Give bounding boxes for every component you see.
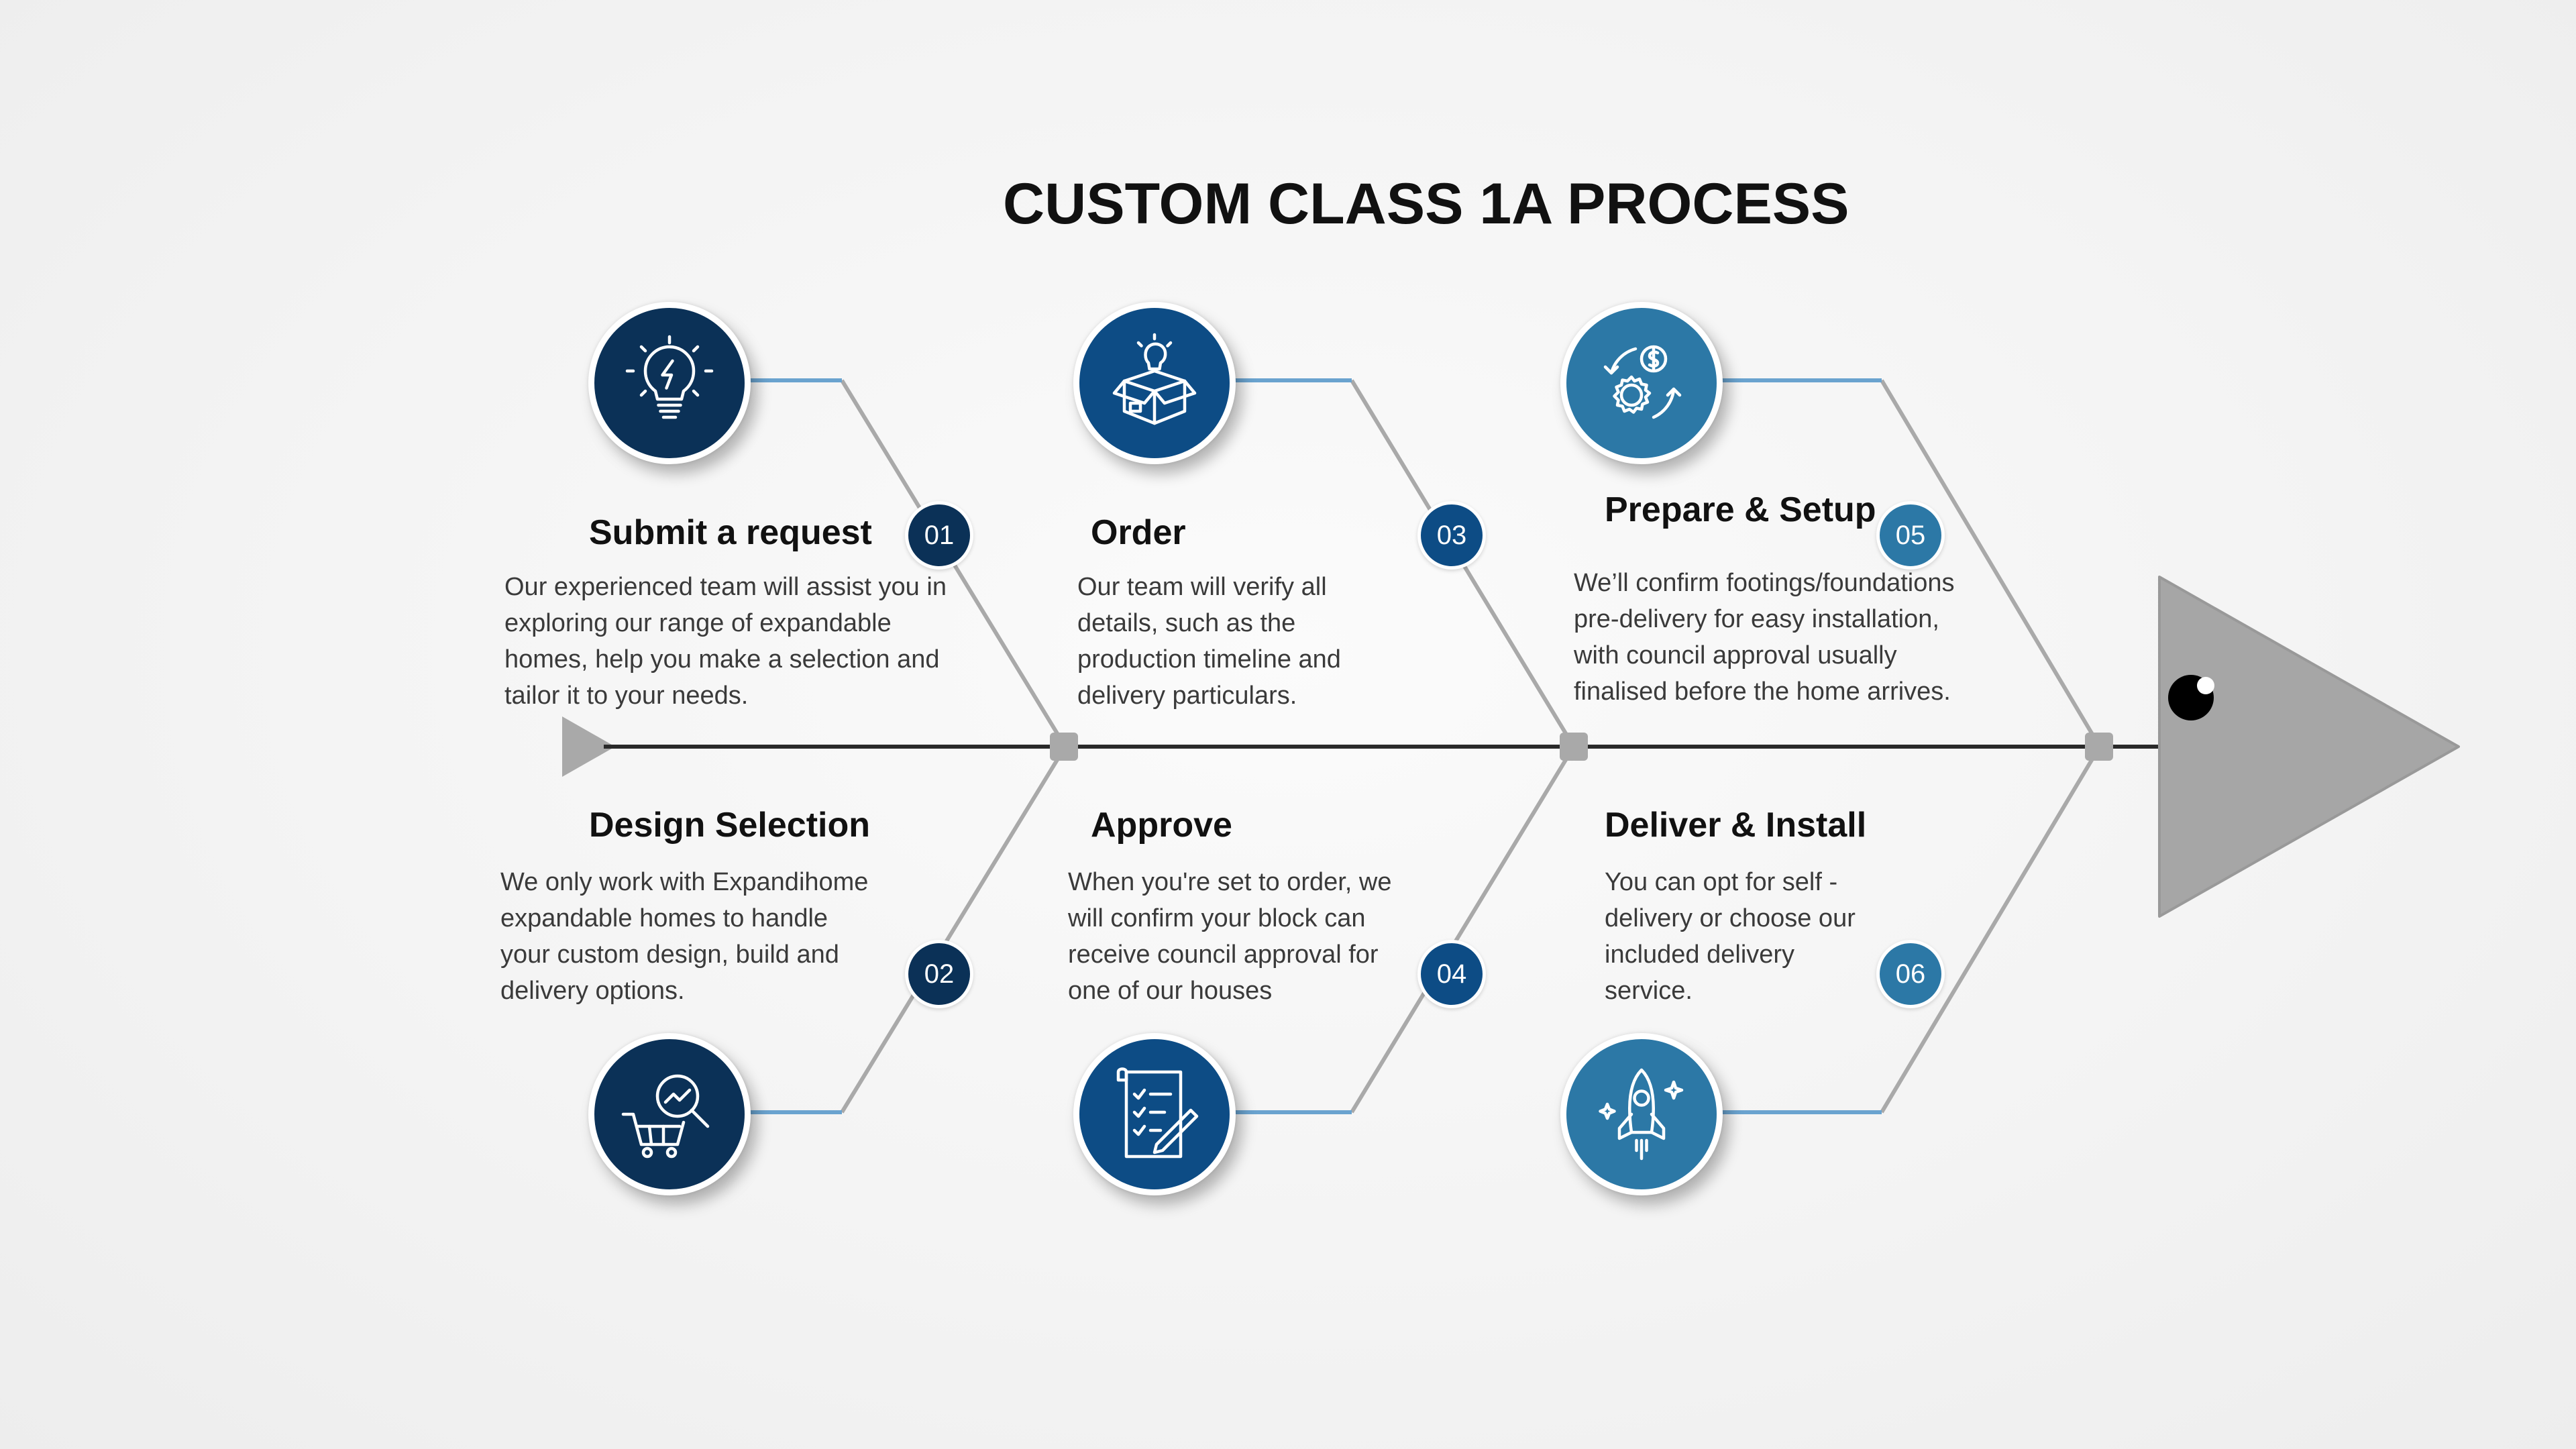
step-01-icon-circle (588, 302, 751, 464)
bone-04 (1350, 745, 1576, 1114)
fish-eye-highlight (2197, 677, 2214, 694)
step-06-description: You can opt for self - delivery or choos… (1605, 868, 1856, 1005)
junction-3 (2085, 733, 2113, 761)
step-03-badge: 03 (1417, 501, 1486, 570)
step-02-badge: 02 (905, 940, 973, 1008)
step-03-icon-circle (1073, 302, 1236, 464)
junction-2 (1560, 733, 1588, 761)
step-04-title: Approve (1091, 806, 1232, 845)
bone-02 (840, 745, 1067, 1114)
step-02-title: Design Selection (589, 806, 870, 845)
step-01-title: Submit a request (589, 513, 872, 552)
step-03-description: Our team will verify all details, such a… (1077, 573, 1341, 710)
step-01-description: Our experienced team will assist you in … (504, 573, 947, 710)
step-05-badge: 05 (1876, 501, 1945, 570)
step-04-badge: 04 (1417, 940, 1486, 1008)
junction-1 (1050, 733, 1078, 761)
gear-dollar-cycle-icon (1603, 345, 1682, 419)
step-06-title: Deliver & Install (1605, 806, 1867, 845)
page-title: CUSTOM CLASS 1A PROCESS (1003, 172, 1849, 236)
rocket-icon (1599, 1068, 1684, 1161)
step-05-title: Prepare & Setup (1605, 490, 1876, 529)
step-05-icon-circle (1560, 302, 1723, 464)
step-02-icon-circle (588, 1033, 751, 1195)
lightbulb-icon (625, 335, 714, 419)
idea-box-icon (1112, 333, 1197, 425)
checklist-icon (1116, 1067, 1199, 1159)
step-05-description: We’ll confirm footings/foundations pre-d… (1574, 569, 1955, 706)
shopping-cart-search-icon (621, 1074, 710, 1159)
fish-tail (562, 716, 615, 777)
fish-head (2158, 576, 2460, 918)
step-06-badge: 06 (1876, 940, 1945, 1008)
step-02-description: We only work with Expandihome expandable… (500, 868, 869, 1005)
bone-05 (1880, 379, 2102, 748)
step-04-icon-circle (1073, 1033, 1236, 1195)
step-01-badge: 01 (905, 501, 973, 570)
bone-06 (1880, 745, 2102, 1114)
step-03-title: Order (1091, 513, 1186, 552)
step-04-description: When you're set to order, we will confir… (1068, 868, 1392, 1005)
step-06-icon-circle (1560, 1033, 1723, 1195)
